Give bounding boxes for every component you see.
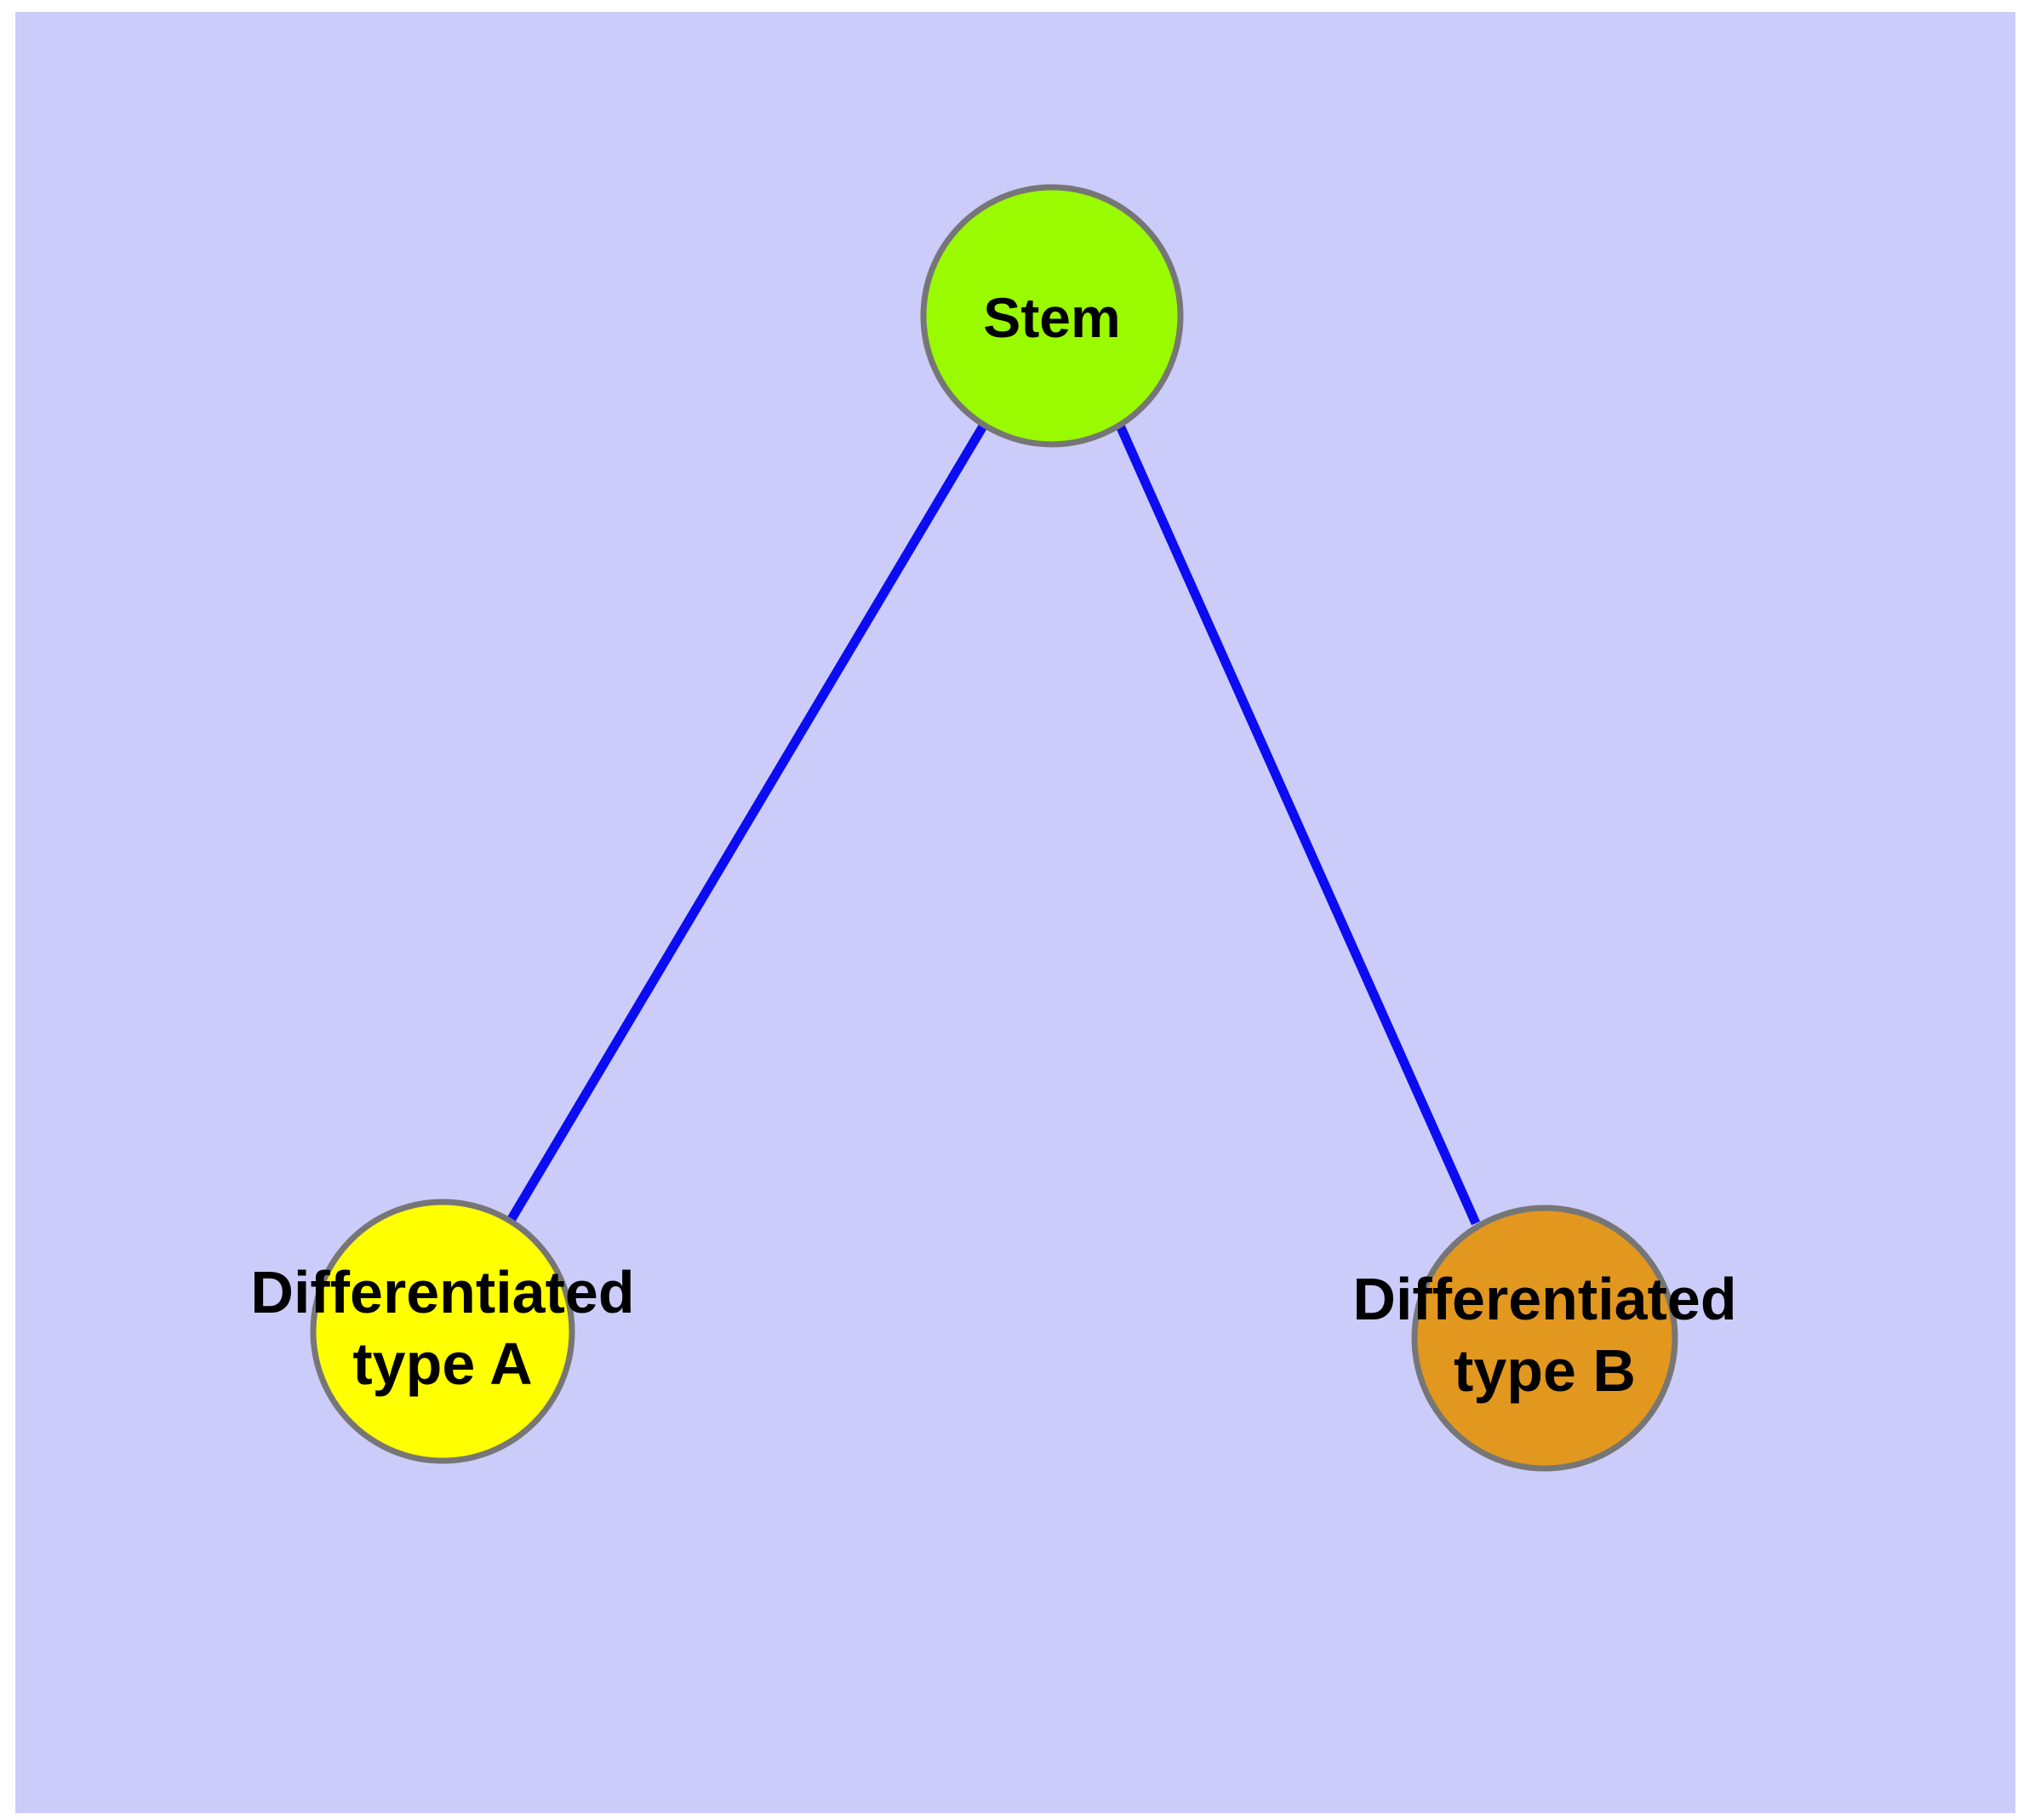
graph-node-label-line: Differentiated [250,1259,634,1325]
graph-node-label-stem: Stem [983,286,1120,349]
graph-edge-stem-to-diff_b[interactable] [1115,423,1481,1226]
graph-node-stem[interactable] [920,184,1184,448]
graph-node-diff_a[interactable] [310,1199,575,1464]
graph-node-label-line: Differentiated [1352,1266,1736,1332]
nodes-layer [310,184,1678,1472]
graph-edge-stem-to-diff_a[interactable] [507,422,988,1222]
edges-layer [507,422,1481,1226]
graph-node-label-line: Stem [983,286,1120,349]
graph-node-label-line: type B [1454,1337,1636,1404]
graph-node-diff_b[interactable] [1411,1205,1678,1472]
graph-node-label-line: type A [352,1331,532,1397]
